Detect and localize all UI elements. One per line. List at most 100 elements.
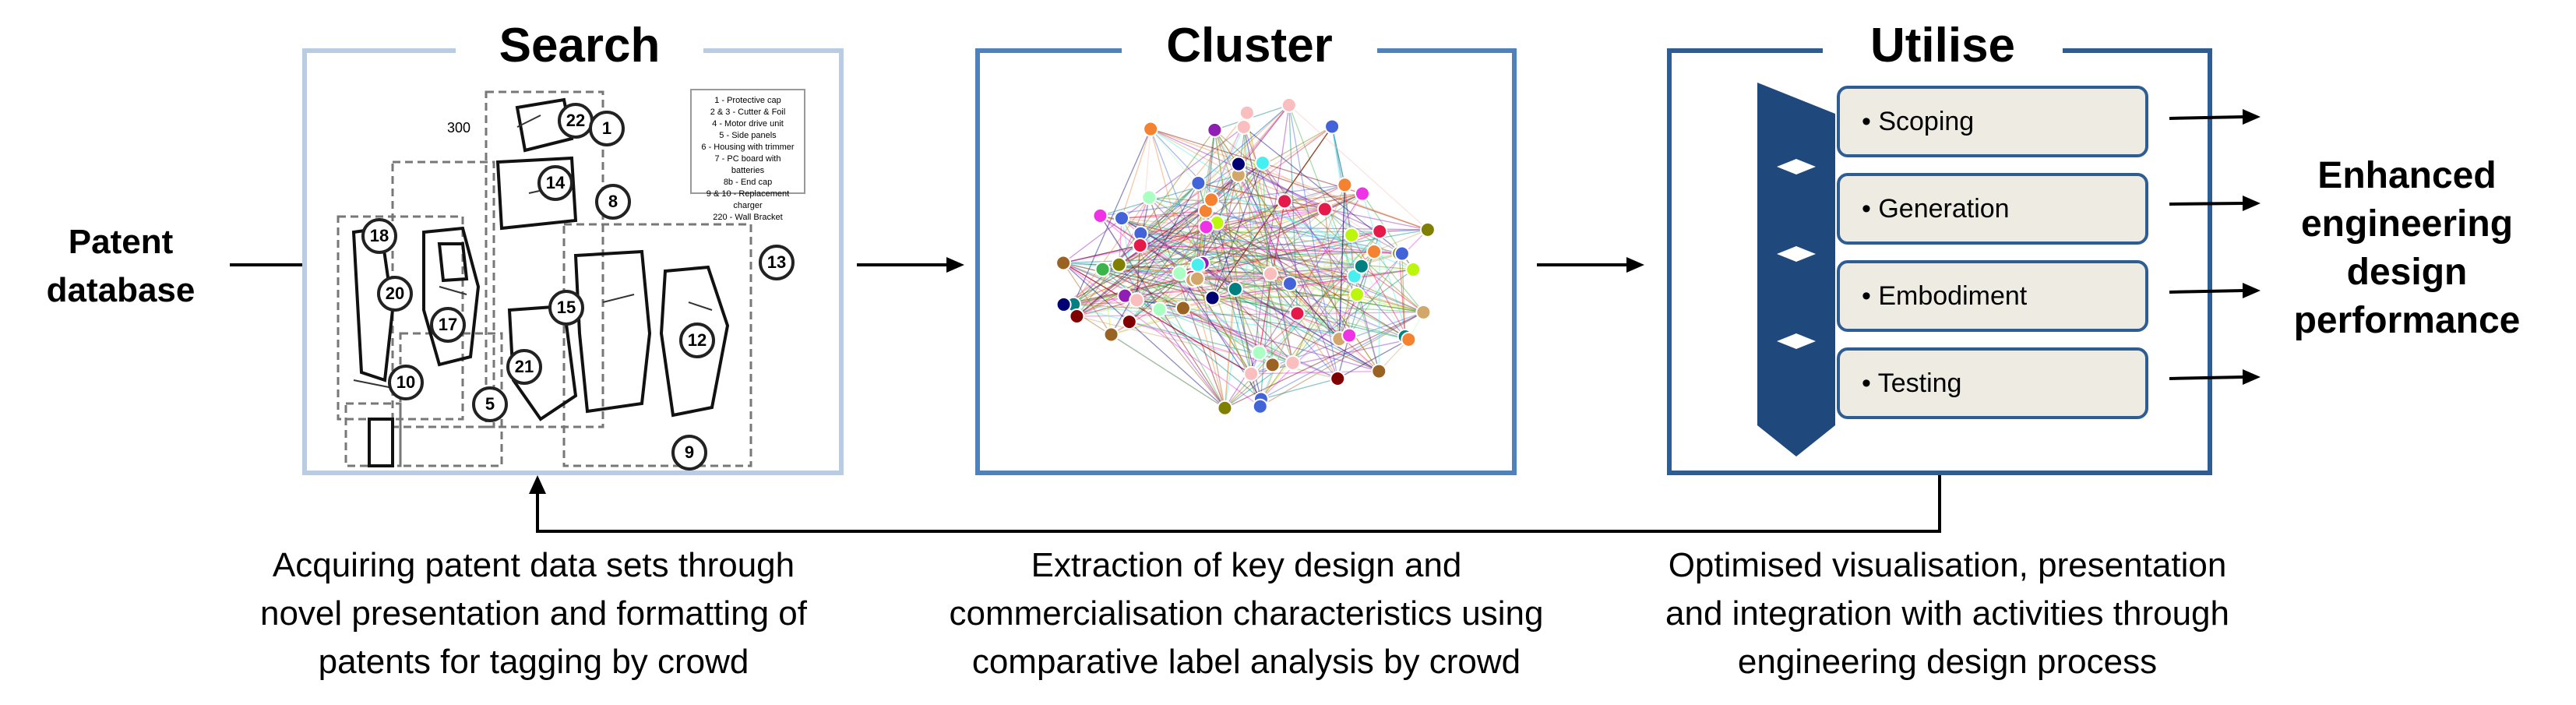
network-edge bbox=[1111, 251, 1375, 336]
network-node bbox=[1239, 104, 1255, 121]
network-node bbox=[1217, 400, 1233, 416]
chevron-icon bbox=[1757, 333, 1835, 456]
network-edge bbox=[1288, 104, 1355, 277]
network-edge bbox=[1211, 162, 1263, 298]
network-edge bbox=[1125, 295, 1424, 313]
network-edge bbox=[1076, 129, 1215, 317]
network-edge bbox=[1331, 126, 1346, 185]
callout-15: 15 bbox=[548, 290, 584, 326]
callout-14: 14 bbox=[537, 165, 573, 201]
network-node bbox=[1401, 331, 1417, 347]
network-edge bbox=[1338, 185, 1346, 340]
network-edge bbox=[1119, 264, 1180, 274]
callout-18: 18 bbox=[361, 218, 397, 254]
network-node bbox=[1344, 227, 1360, 243]
callout-1: 1 bbox=[589, 111, 625, 146]
network-edge bbox=[1288, 104, 1338, 379]
network-edge bbox=[1289, 283, 1340, 340]
network-edge bbox=[1150, 129, 1362, 267]
chevron-icon bbox=[1757, 83, 1835, 174]
network-edge bbox=[1119, 264, 1340, 340]
utilise-caption: Optimised visualisation, presentation an… bbox=[1665, 546, 2229, 681]
network-edge bbox=[1102, 174, 1239, 270]
network-edge bbox=[1102, 184, 1345, 270]
network-edge bbox=[1100, 215, 1355, 277]
network-edge bbox=[1217, 222, 1424, 313]
network-edge bbox=[1243, 126, 1260, 353]
chevron-stack bbox=[1757, 83, 1835, 456]
network-edge bbox=[1216, 174, 1239, 224]
network-edge bbox=[1205, 226, 1340, 340]
network-node bbox=[1143, 121, 1159, 137]
network-edge bbox=[1356, 294, 1424, 313]
network-edge bbox=[1198, 182, 1326, 210]
callout-20: 20 bbox=[377, 276, 413, 312]
network-edge bbox=[1062, 262, 1213, 299]
feedback-arrow bbox=[529, 475, 1941, 533]
network-edge bbox=[1373, 229, 1429, 252]
network-edge bbox=[1262, 162, 1358, 295]
network-node bbox=[1372, 223, 1388, 239]
network-edge bbox=[1149, 196, 1325, 210]
network-edge bbox=[1073, 197, 1150, 305]
network-edge bbox=[1111, 252, 1403, 336]
network-edge bbox=[1062, 245, 1140, 264]
callout-10: 10 bbox=[388, 365, 424, 400]
network-node bbox=[1330, 371, 1346, 387]
network-edge bbox=[1212, 269, 1414, 299]
network-edge bbox=[1238, 174, 1291, 284]
search-to-cluster-arrow bbox=[857, 257, 964, 273]
network-edge bbox=[1119, 210, 1207, 266]
network-edge bbox=[1212, 297, 1380, 372]
network-edge bbox=[1148, 196, 1236, 290]
legend-line: 2 & 3 - Cutter & Foil bbox=[710, 108, 786, 117]
network-edge bbox=[1260, 273, 1271, 407]
legend-line: 220 - Wall Bracket bbox=[713, 213, 783, 222]
network-edge bbox=[1288, 104, 1429, 231]
network-edge bbox=[1150, 128, 1429, 231]
network-edge bbox=[1225, 312, 1424, 409]
network-edge bbox=[1129, 126, 1245, 323]
network-edge bbox=[1260, 312, 1424, 407]
network-edge bbox=[1197, 208, 1326, 266]
network-edge bbox=[1212, 193, 1363, 298]
network-edge bbox=[1270, 273, 1358, 295]
network-edge bbox=[1150, 129, 1203, 264]
network-edge bbox=[1197, 264, 1226, 408]
callout-5: 5 bbox=[472, 386, 508, 422]
network-edge bbox=[1260, 312, 1424, 400]
network-edge bbox=[1140, 245, 1362, 267]
network-edge bbox=[1077, 200, 1285, 317]
network-edge bbox=[1062, 262, 1261, 407]
network-edge bbox=[1182, 307, 1405, 337]
utilise-panel: • Scoping • Generation • Embodiment • Te… bbox=[1667, 48, 2212, 475]
network-edge bbox=[1197, 162, 1263, 266]
network-edge bbox=[1062, 262, 1252, 375]
network-edge bbox=[1076, 162, 1263, 317]
network-edge bbox=[1140, 208, 1325, 234]
network-edge bbox=[1150, 128, 1380, 232]
network-edge bbox=[1238, 174, 1340, 340]
cluster-network bbox=[1055, 97, 1436, 416]
legend-line: 7 - PC board with batteries bbox=[714, 154, 781, 175]
network-edge bbox=[1361, 266, 1424, 313]
network-edge bbox=[1338, 338, 1380, 372]
network-edge bbox=[1197, 264, 1405, 337]
network-edge bbox=[1324, 209, 1340, 340]
network-edge bbox=[1212, 269, 1414, 299]
network-node bbox=[1230, 156, 1246, 172]
network-edge bbox=[1158, 210, 1207, 310]
network-node bbox=[1151, 301, 1168, 318]
network-edge bbox=[1159, 308, 1380, 372]
network-node bbox=[1252, 398, 1268, 414]
network-edge bbox=[1100, 174, 1239, 217]
network-edge bbox=[1140, 182, 1199, 246]
network-edge bbox=[1211, 126, 1333, 298]
network-node bbox=[1349, 286, 1366, 302]
network-edge bbox=[1140, 245, 1358, 295]
network-edge bbox=[1235, 209, 1326, 290]
network-edge bbox=[1206, 192, 1363, 227]
network-edge bbox=[1102, 208, 1326, 270]
network-node bbox=[1175, 300, 1191, 316]
network-node bbox=[1251, 344, 1267, 361]
